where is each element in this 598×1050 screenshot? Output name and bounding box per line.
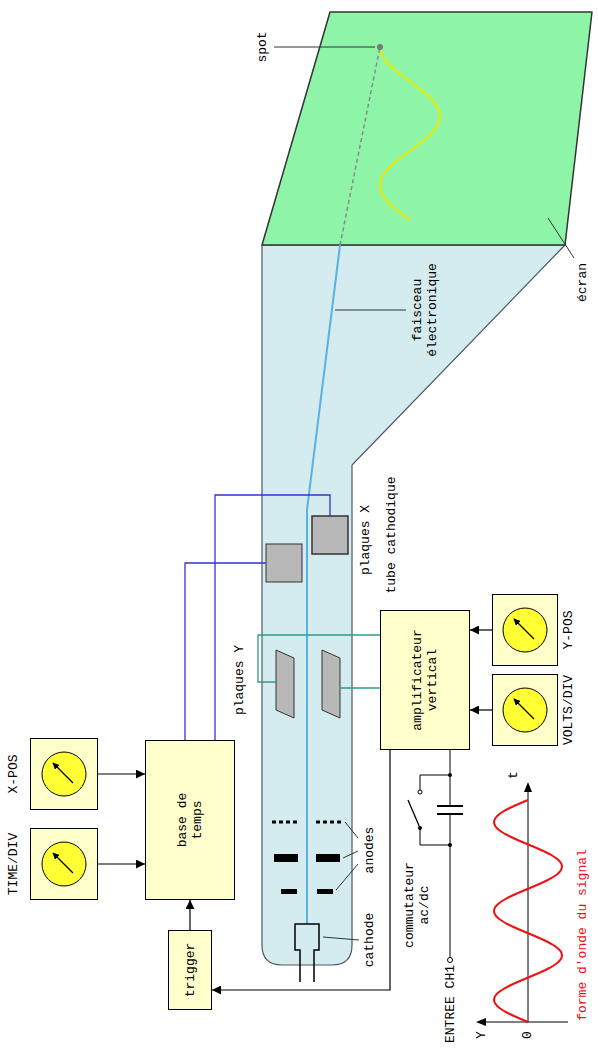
x-plate (312, 516, 348, 554)
switch-wire (420, 775, 450, 792)
trace-waveform (380, 47, 440, 220)
knob-label: X-POS (6, 709, 21, 839)
signal-arrow (98, 863, 145, 864)
cathode-leader (323, 937, 359, 940)
beam-leader (335, 310, 406, 311)
part-label: cathode (362, 905, 377, 975)
part-label: plaques X (358, 500, 373, 580)
y-deflection-wire (340, 687, 380, 688)
spot-leader (274, 47, 375, 48)
junction-dot (448, 773, 452, 777)
anode (274, 854, 298, 862)
switch-contact (418, 790, 422, 794)
switch-contact (418, 826, 422, 830)
part-label: anodes (362, 815, 377, 885)
axis-label: 0 (520, 1028, 535, 1042)
anode (316, 854, 340, 862)
knob-box: Y-POS (492, 594, 558, 666)
signal-arrow (470, 709, 492, 710)
capacitor-plate (437, 805, 463, 807)
anode (272, 821, 298, 824)
graph-axis (528, 790, 529, 1022)
process-box: amplificateur vertical (380, 610, 470, 750)
signal-arrow (98, 773, 145, 774)
knob-pointer (514, 699, 534, 719)
input-wire (450, 814, 451, 958)
axis-arrowhead (524, 782, 532, 792)
box-label: base de temps (175, 789, 205, 851)
part-label: commutateur ac/dc (402, 855, 432, 955)
x-plate (266, 544, 302, 582)
input-terminal (448, 958, 453, 963)
knob-panel (492, 674, 558, 746)
part-label: spot (255, 24, 270, 70)
knob-box: X-POS (30, 738, 98, 810)
axis-label: t (506, 768, 521, 782)
junction-dot (448, 843, 452, 847)
anode-leader (336, 864, 358, 890)
knob-label: TIME/DIV (6, 799, 21, 929)
signal-waveform (494, 800, 562, 1022)
knob-pointer (514, 619, 534, 639)
anode (316, 821, 342, 824)
signal-name: ENTREE CH1 (443, 962, 458, 1046)
knob-panel (30, 828, 98, 900)
knob-panel (30, 738, 98, 810)
knob-label: VOLTS/DIV (561, 645, 576, 775)
capacitor-plate (437, 813, 463, 815)
part-label: faisceau électronique (410, 260, 440, 360)
axis-arrowhead (476, 1018, 486, 1026)
screen-leader (548, 218, 574, 258)
anode (317, 889, 333, 894)
part-label: plaques Y (232, 640, 247, 720)
knob (503, 608, 547, 652)
anode-leader (345, 822, 358, 838)
knob-box: TIME/DIV (30, 828, 98, 900)
box-label: amplificateur vertical (410, 624, 440, 736)
input-wire (450, 750, 451, 806)
switch-wire (420, 828, 450, 845)
knob-box: VOLTS/DIV (492, 674, 558, 746)
y-plate (322, 650, 340, 718)
knob (42, 842, 86, 886)
axis-label: Y (474, 1028, 489, 1042)
x-deflection-wire (215, 495, 330, 740)
anode-leader (343, 851, 358, 858)
knob-pointer (53, 853, 73, 873)
box-label: trigger (183, 943, 198, 998)
knob-pointer (53, 763, 73, 783)
knob-label: Y-POS (561, 565, 576, 695)
screen (262, 12, 592, 245)
process-box: trigger (168, 930, 212, 1010)
knob (503, 688, 547, 732)
deflected-beam-path (340, 47, 380, 245)
cathode-filament (295, 924, 319, 982)
part-label: écran (575, 260, 590, 305)
signal-arrow (189, 900, 190, 930)
switch-blade (408, 800, 420, 828)
knob-panel (492, 594, 558, 666)
signal-arrow (470, 629, 492, 630)
graph-caption: forme d'onde du signal (575, 840, 590, 1030)
process-box: base de temps (145, 740, 235, 900)
anode (281, 889, 297, 894)
y-deflection-wire (258, 635, 380, 682)
part-label: tube cathodique (384, 470, 399, 600)
signal-arrow (212, 750, 390, 990)
knob (42, 752, 86, 796)
cathode-ray-tube (262, 245, 565, 965)
x-deflection-wire (185, 563, 266, 740)
y-plate (276, 650, 294, 718)
spot-dot (377, 44, 383, 50)
